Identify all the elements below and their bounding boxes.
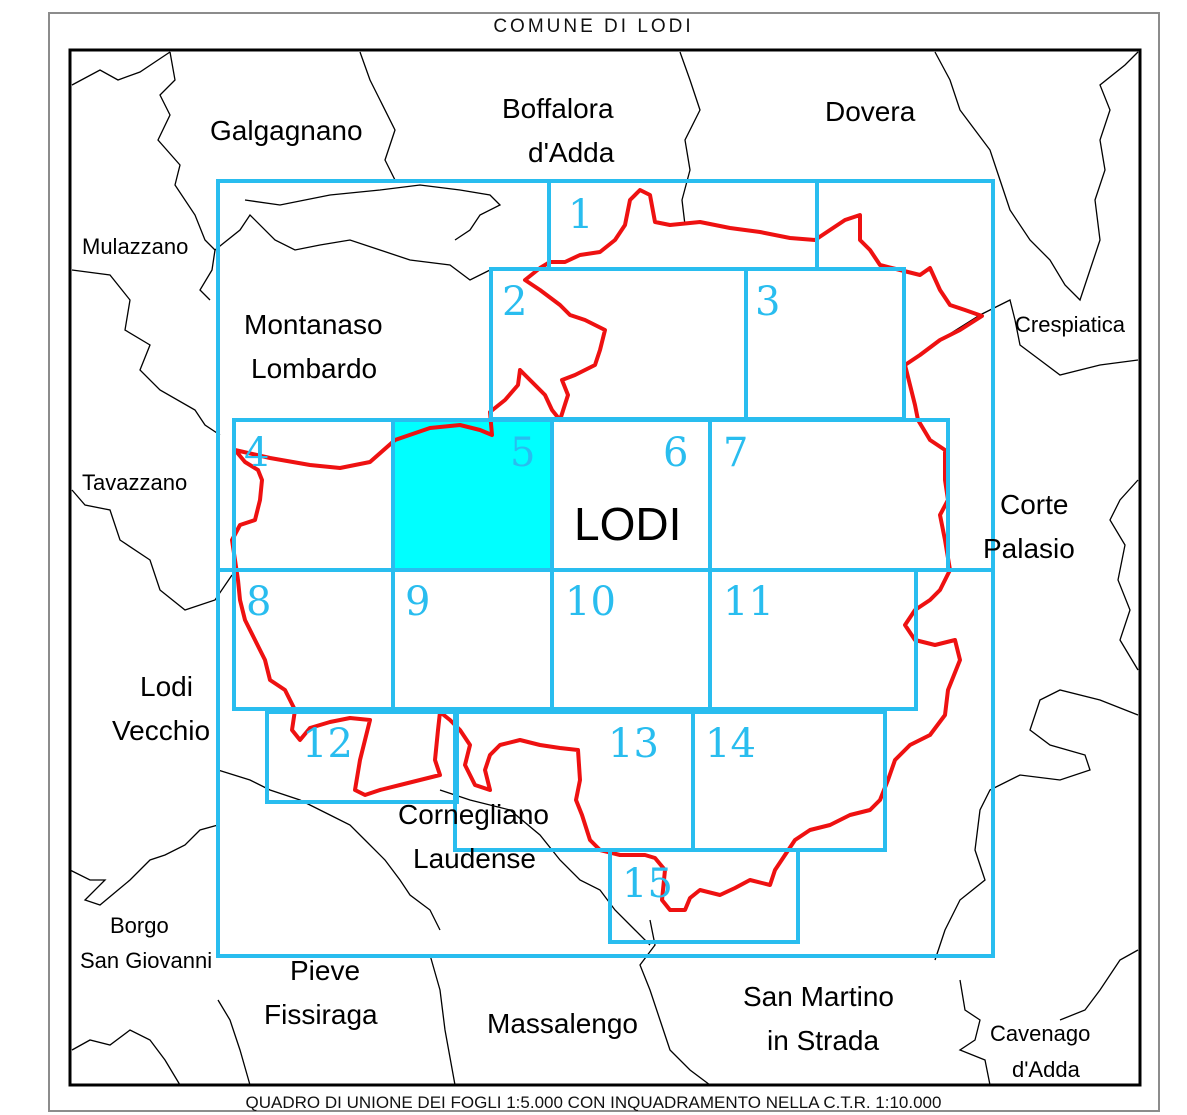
- municipality-label-montanaso: Lombardo: [251, 353, 377, 384]
- boundary-line: [934, 689, 1139, 961]
- municipality-label-montanaso: Montanaso: [244, 309, 383, 340]
- sheet-number-6: 6: [663, 430, 688, 476]
- sheet-grid: [216, 179, 995, 958]
- sheet-number-11: 11: [723, 579, 774, 625]
- municipality-label-corte-palasio: Palasio: [983, 533, 1075, 564]
- boundary-line: [439, 789, 651, 946]
- sheet-number-10: 10: [565, 579, 616, 625]
- municipality-label-boffalora: Boffalora: [502, 93, 614, 124]
- boundary-line: [217, 999, 251, 1086]
- boundary-line: [217, 769, 441, 931]
- boundary-line: [934, 51, 1139, 302]
- sheet-number-13: 13: [608, 721, 659, 767]
- municipality-label-san-martino: San Martino: [743, 981, 894, 1012]
- boundary-line: [71, 489, 233, 611]
- sheet-number-12: 12: [302, 721, 353, 767]
- sheet-number-4: 4: [244, 430, 269, 476]
- boundary-line: [157, 51, 216, 301]
- municipality-label-lodi-vecchio: Vecchio: [112, 715, 210, 746]
- municipality-label-tavazzano: Tavazzano: [82, 470, 187, 495]
- municipality-label-borgo: Borgo: [110, 913, 169, 938]
- municipal-boundaries: [69, 51, 1139, 1086]
- boundary-line: [71, 269, 221, 436]
- municipality-label-dovera: Dovera: [825, 96, 916, 127]
- sheet-numbers: 1 2 3 4 5 6 7 8 9 10 11 12 13 14 15: [244, 192, 780, 907]
- municipality-label-galgagnano: Galgagnano: [210, 115, 363, 146]
- boundary-line: [214, 213, 491, 281]
- sheet-number-14: 14: [705, 721, 756, 767]
- municipality-label-lodi-vecchio: Lodi: [140, 671, 193, 702]
- sheet-number-7: 7: [723, 430, 748, 476]
- municipality-label-cavenago: d'Adda: [1012, 1057, 1081, 1082]
- boundary-line: [244, 184, 502, 241]
- sheet-2-outline[interactable]: [489, 267, 748, 421]
- boundary-line: [679, 51, 701, 226]
- boundary-line: [71, 51, 171, 86]
- map-title: COMUNE DI LODI: [493, 16, 694, 37]
- boundary-line: [639, 919, 711, 1086]
- sheet-number-15: 15: [622, 861, 673, 907]
- municipality-label-mulazzano: Mulazzano: [82, 234, 188, 259]
- municipality-label-cavenago: Cavenago: [990, 1021, 1090, 1046]
- municipality-label-corte-palasio: Corte: [1000, 489, 1068, 520]
- municipality-label-pieve: Pieve: [290, 955, 360, 986]
- boundary-line: [69, 824, 219, 906]
- municipality-label-boffalora: d'Adda: [528, 137, 615, 168]
- highlighted-sheet-5[interactable]: [393, 420, 552, 570]
- sheet-number-3: 3: [755, 279, 780, 325]
- municipality-labels: Galgagnano Boffalora d'Adda Dovera Mulaz…: [80, 93, 1126, 1082]
- sheet-number-8: 8: [246, 579, 271, 625]
- municipality-label-borgo: San Giovanni: [80, 948, 212, 973]
- boundary-line: [1109, 479, 1139, 671]
- sheet-15-outline[interactable]: [608, 848, 800, 944]
- map-footer: QUADRO DI UNIONE DEI FOGLI 1:5.000 CON I…: [245, 1093, 942, 1112]
- municipality-label-massalengo: Massalengo: [487, 1008, 638, 1039]
- municipality-label-cornegliano: Laudense: [413, 843, 536, 874]
- comune-boundary: [230, 188, 984, 912]
- boundary-line: [958, 979, 991, 1086]
- boundary-line: [1059, 949, 1139, 1021]
- city-label-lodi: LODI: [574, 498, 681, 550]
- municipality-label-san-martino: in Strada: [767, 1025, 879, 1056]
- map-inner-border: [68, 48, 1142, 1087]
- boundary-line: [429, 954, 456, 1086]
- municipality-label-cornegliano: Cornegliano: [398, 799, 549, 830]
- municipality-label-pieve: Fissiraga: [264, 999, 378, 1030]
- sheet-number-1: 1: [568, 192, 593, 238]
- sheet-number-5: 5: [510, 430, 535, 476]
- municipality-label-crespiatica: Crespiatica: [1015, 312, 1126, 337]
- boundary-line: [359, 51, 396, 181]
- boundary-line: [904, 299, 1139, 376]
- sheet-number-2: 2: [502, 279, 527, 325]
- sheet-number-9: 9: [405, 579, 430, 625]
- boundary-line: [71, 1029, 181, 1086]
